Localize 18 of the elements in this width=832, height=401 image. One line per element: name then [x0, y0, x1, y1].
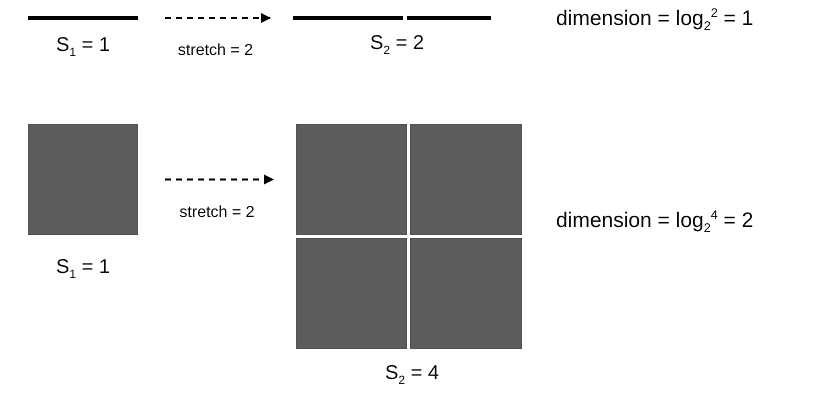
formula-text: dimension = log$_{2}$$^{2}$ = 1	[556, 6, 754, 34]
filled-square	[28, 124, 138, 235]
size-label: S$_{2}$ = 2	[370, 32, 424, 57]
double-line-segment	[293, 16, 491, 20]
filled-square	[410, 124, 522, 235]
size-label: S$_{1}$ = 1	[56, 34, 110, 59]
line-segment	[407, 16, 491, 20]
filled-square	[410, 238, 522, 349]
line-segment	[293, 16, 403, 20]
filled-square	[296, 238, 407, 349]
dashed-arrow	[165, 13, 271, 23]
dashed-arrow	[165, 174, 274, 184]
filled-square	[296, 124, 407, 235]
line-segment	[28, 16, 138, 20]
size-label: S$_{1}$ = 1	[56, 256, 110, 281]
size-label: S$_{2}$ = 4	[385, 362, 439, 387]
square-grid	[296, 124, 522, 349]
formula-text: dimension = log$_{2}$$^{4}$ = 2	[556, 208, 754, 236]
